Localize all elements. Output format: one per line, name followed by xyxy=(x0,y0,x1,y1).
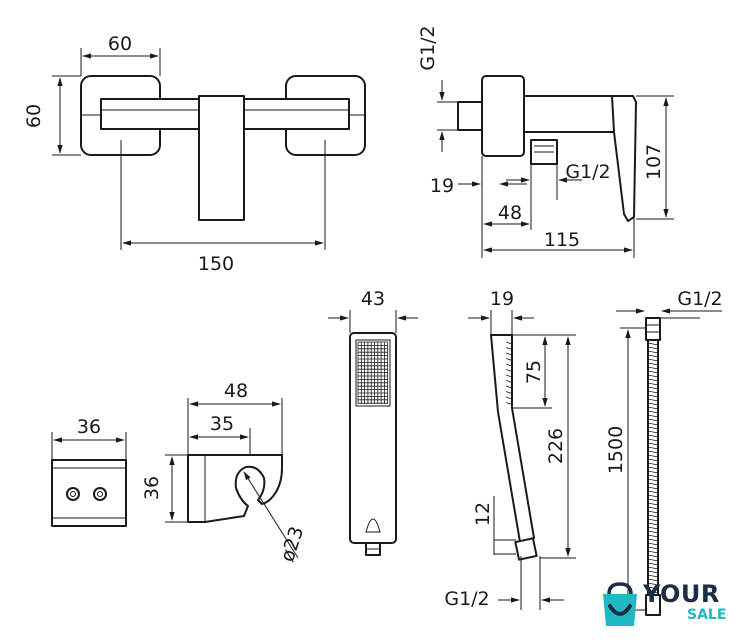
bracket-side-view xyxy=(187,454,283,523)
label-mixer-centers: 150 xyxy=(198,253,234,275)
dim-handshower-thread: G1/2 xyxy=(444,556,564,610)
bracket-body xyxy=(187,454,283,523)
dim-side-connection: G1/2 xyxy=(417,25,458,152)
label-handshower-neck: 12 xyxy=(472,502,494,526)
holder-plate xyxy=(51,459,127,527)
label-side-connection: G1/2 xyxy=(417,25,439,70)
handshower-spray-face xyxy=(355,339,391,407)
label-handshower-width: 43 xyxy=(361,288,385,310)
dim-handshower-head: 75 xyxy=(512,334,576,409)
dim-holder-width: 36 xyxy=(51,416,127,460)
spray-nozzle-grid xyxy=(357,341,389,404)
label-handshower-depth: 19 xyxy=(490,288,514,310)
holder-front-view xyxy=(51,459,127,527)
mixer-front-view xyxy=(80,75,366,221)
hose-view xyxy=(645,317,661,616)
label-mixer-width: 60 xyxy=(108,33,132,55)
label-bracket-inner: 35 xyxy=(210,413,234,435)
brand-logo: YOUR SALE xyxy=(599,580,739,632)
dim-handshower-width: 43 xyxy=(328,288,418,333)
dim-side-height: 107 xyxy=(636,95,674,220)
hose-end xyxy=(645,594,661,616)
label-side-height: 107 xyxy=(643,144,665,180)
mixer-spout xyxy=(198,95,245,221)
dim-bracket-width: 48 xyxy=(187,380,283,455)
label-holder-width: 36 xyxy=(77,416,101,438)
dim-side-outlet-depth: 48 xyxy=(483,202,530,227)
screw-right xyxy=(93,487,107,501)
dim-mixer-centers: 150 xyxy=(120,140,326,275)
label-bracket-hole: ø23 xyxy=(276,524,308,565)
label-handshower-thread: G1/2 xyxy=(444,588,489,610)
dim-handshower-neck: 12 xyxy=(472,496,516,555)
dim-hose-length: 1500 xyxy=(605,327,646,611)
shopping-bag-icon xyxy=(603,582,637,626)
side-escutcheon xyxy=(481,75,525,157)
label-side-outlet: G1/2 xyxy=(565,161,610,183)
dim-bracket-height: 36 xyxy=(141,454,188,523)
dim-hose-connection: G1/2 xyxy=(616,288,723,319)
dim-mixer-width: 60 xyxy=(80,33,161,76)
screw-left xyxy=(66,487,80,501)
handshower-front-view xyxy=(349,332,397,556)
dim-handshower-length: 226 xyxy=(540,336,576,559)
handshower-body xyxy=(349,332,397,544)
label-side-depth: 115 xyxy=(544,229,580,251)
label-side-outlet-depth: 48 xyxy=(498,202,522,224)
label-handshower-length: 226 xyxy=(545,428,567,464)
label-hose-connection: G1/2 xyxy=(677,288,722,310)
label-bracket-width: 48 xyxy=(224,380,248,402)
label-hose-length: 1500 xyxy=(605,426,627,474)
label-handshower-head: 75 xyxy=(523,360,545,384)
dim-handshower-depth: 19 xyxy=(468,288,534,335)
brand-word-your: YOUR xyxy=(643,580,720,608)
dim-side-inlet: 19 xyxy=(430,156,527,258)
dim-side-outlet: G1/2 xyxy=(506,161,611,230)
mixer-side-view xyxy=(457,75,637,222)
hose-ribbing xyxy=(647,342,659,594)
dim-bracket-inner: 35 xyxy=(189,413,251,455)
dim-mixer-height: 60 xyxy=(23,75,81,156)
label-side-inlet: 19 xyxy=(430,175,454,197)
side-inlet xyxy=(457,101,483,131)
hose-nut xyxy=(645,317,661,341)
label-bracket-height: 36 xyxy=(141,476,163,500)
handshower-side-view xyxy=(490,334,538,561)
brand-word-sale: SALE xyxy=(687,607,727,623)
handshower-side-teeth xyxy=(505,341,513,405)
side-lever xyxy=(611,95,637,222)
dim-side-depth: 115 xyxy=(483,218,635,258)
handshower-notch xyxy=(365,518,381,533)
side-body xyxy=(523,95,617,133)
handshower-side-thread xyxy=(514,537,538,561)
label-mixer-height: 60 xyxy=(23,104,45,128)
